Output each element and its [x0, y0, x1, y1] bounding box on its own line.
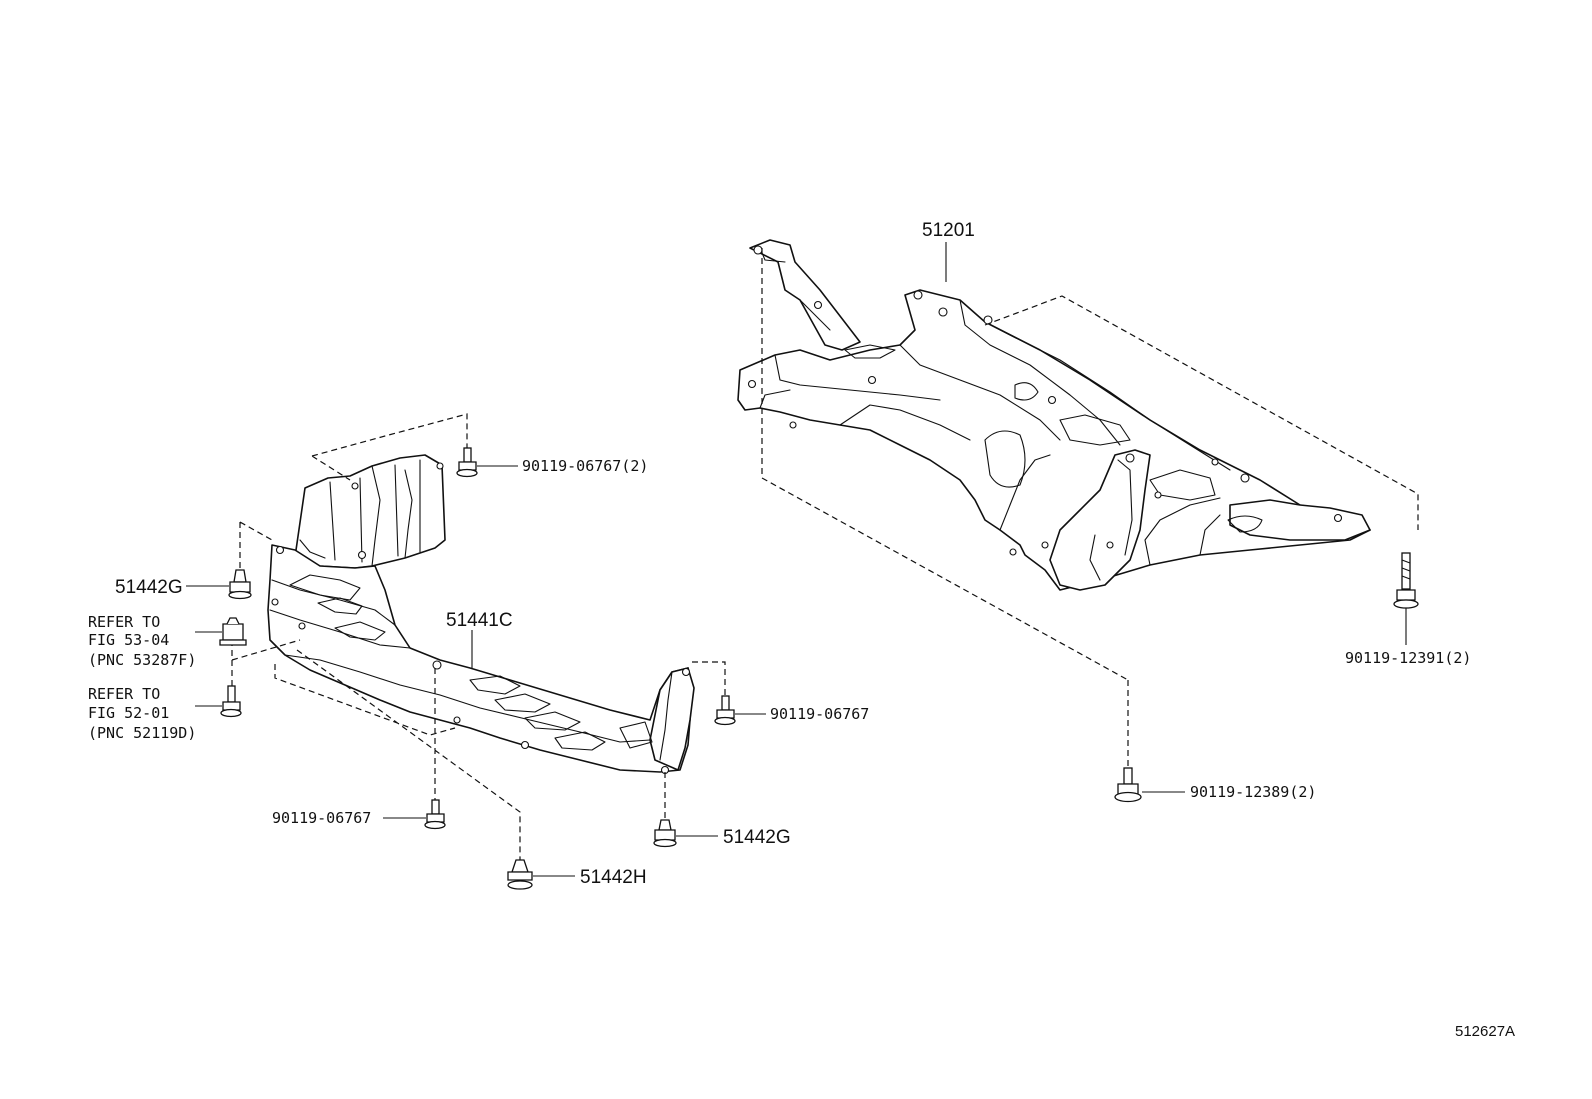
cover-bolt-top[interactable] [456, 447, 478, 478]
refer2-line2: FIG 52-01 [88, 704, 169, 722]
cover-bolt-right-part-number[interactable]: 90119-06767 [770, 705, 869, 723]
refer2-line1: REFER TO [88, 685, 160, 703]
clip-left-part-number[interactable]: 51442G [115, 577, 183, 598]
crossmember-bolt-front-part-number[interactable]: 90119-12389(2) [1190, 783, 1316, 801]
cover-bolt-right[interactable] [714, 695, 736, 726]
refer1-line2: FIG 53-04 [88, 631, 169, 649]
clip-left[interactable] [228, 569, 252, 600]
refer1-line3: (PNC 53287F) [88, 651, 196, 669]
cover-bolt-bottom[interactable] [424, 799, 446, 830]
refer-clip-53287F[interactable] [219, 617, 247, 646]
refer2-line3: (PNC 52119D) [88, 724, 196, 742]
crossmember-bolt-front[interactable] [1114, 767, 1142, 803]
cover-phantom-outline [231, 413, 726, 865]
crossmember-part-number[interactable]: 51201 [922, 220, 975, 241]
crossmember-bolt-rear[interactable] [1393, 552, 1419, 609]
front-crossmember[interactable] [737, 239, 1371, 591]
engine-under-cover[interactable] [267, 454, 695, 775]
refer-bolt-52119D[interactable] [220, 685, 242, 718]
cover-center-part-number[interactable]: 51441C [446, 610, 513, 631]
crossmember-bolt-rear-part-number[interactable]: 90119-12391(2) [1345, 649, 1471, 667]
crossmember-phantom-outline [761, 248, 1419, 770]
cover-bolt-bottom-part-number[interactable]: 90119-06767 [272, 809, 371, 827]
cover-bolt-top-part-number[interactable]: 90119-06767(2) [522, 457, 648, 475]
clip-bottom-right-part-number[interactable]: 51442G [723, 827, 791, 848]
refer1-line1: REFER TO [88, 613, 160, 631]
clip-bottom[interactable] [507, 859, 533, 890]
clip-bottom-right[interactable] [653, 819, 677, 848]
clip-bottom-part-number[interactable]: 51442H [580, 867, 647, 888]
figure-id: 512627A [1455, 1023, 1515, 1040]
